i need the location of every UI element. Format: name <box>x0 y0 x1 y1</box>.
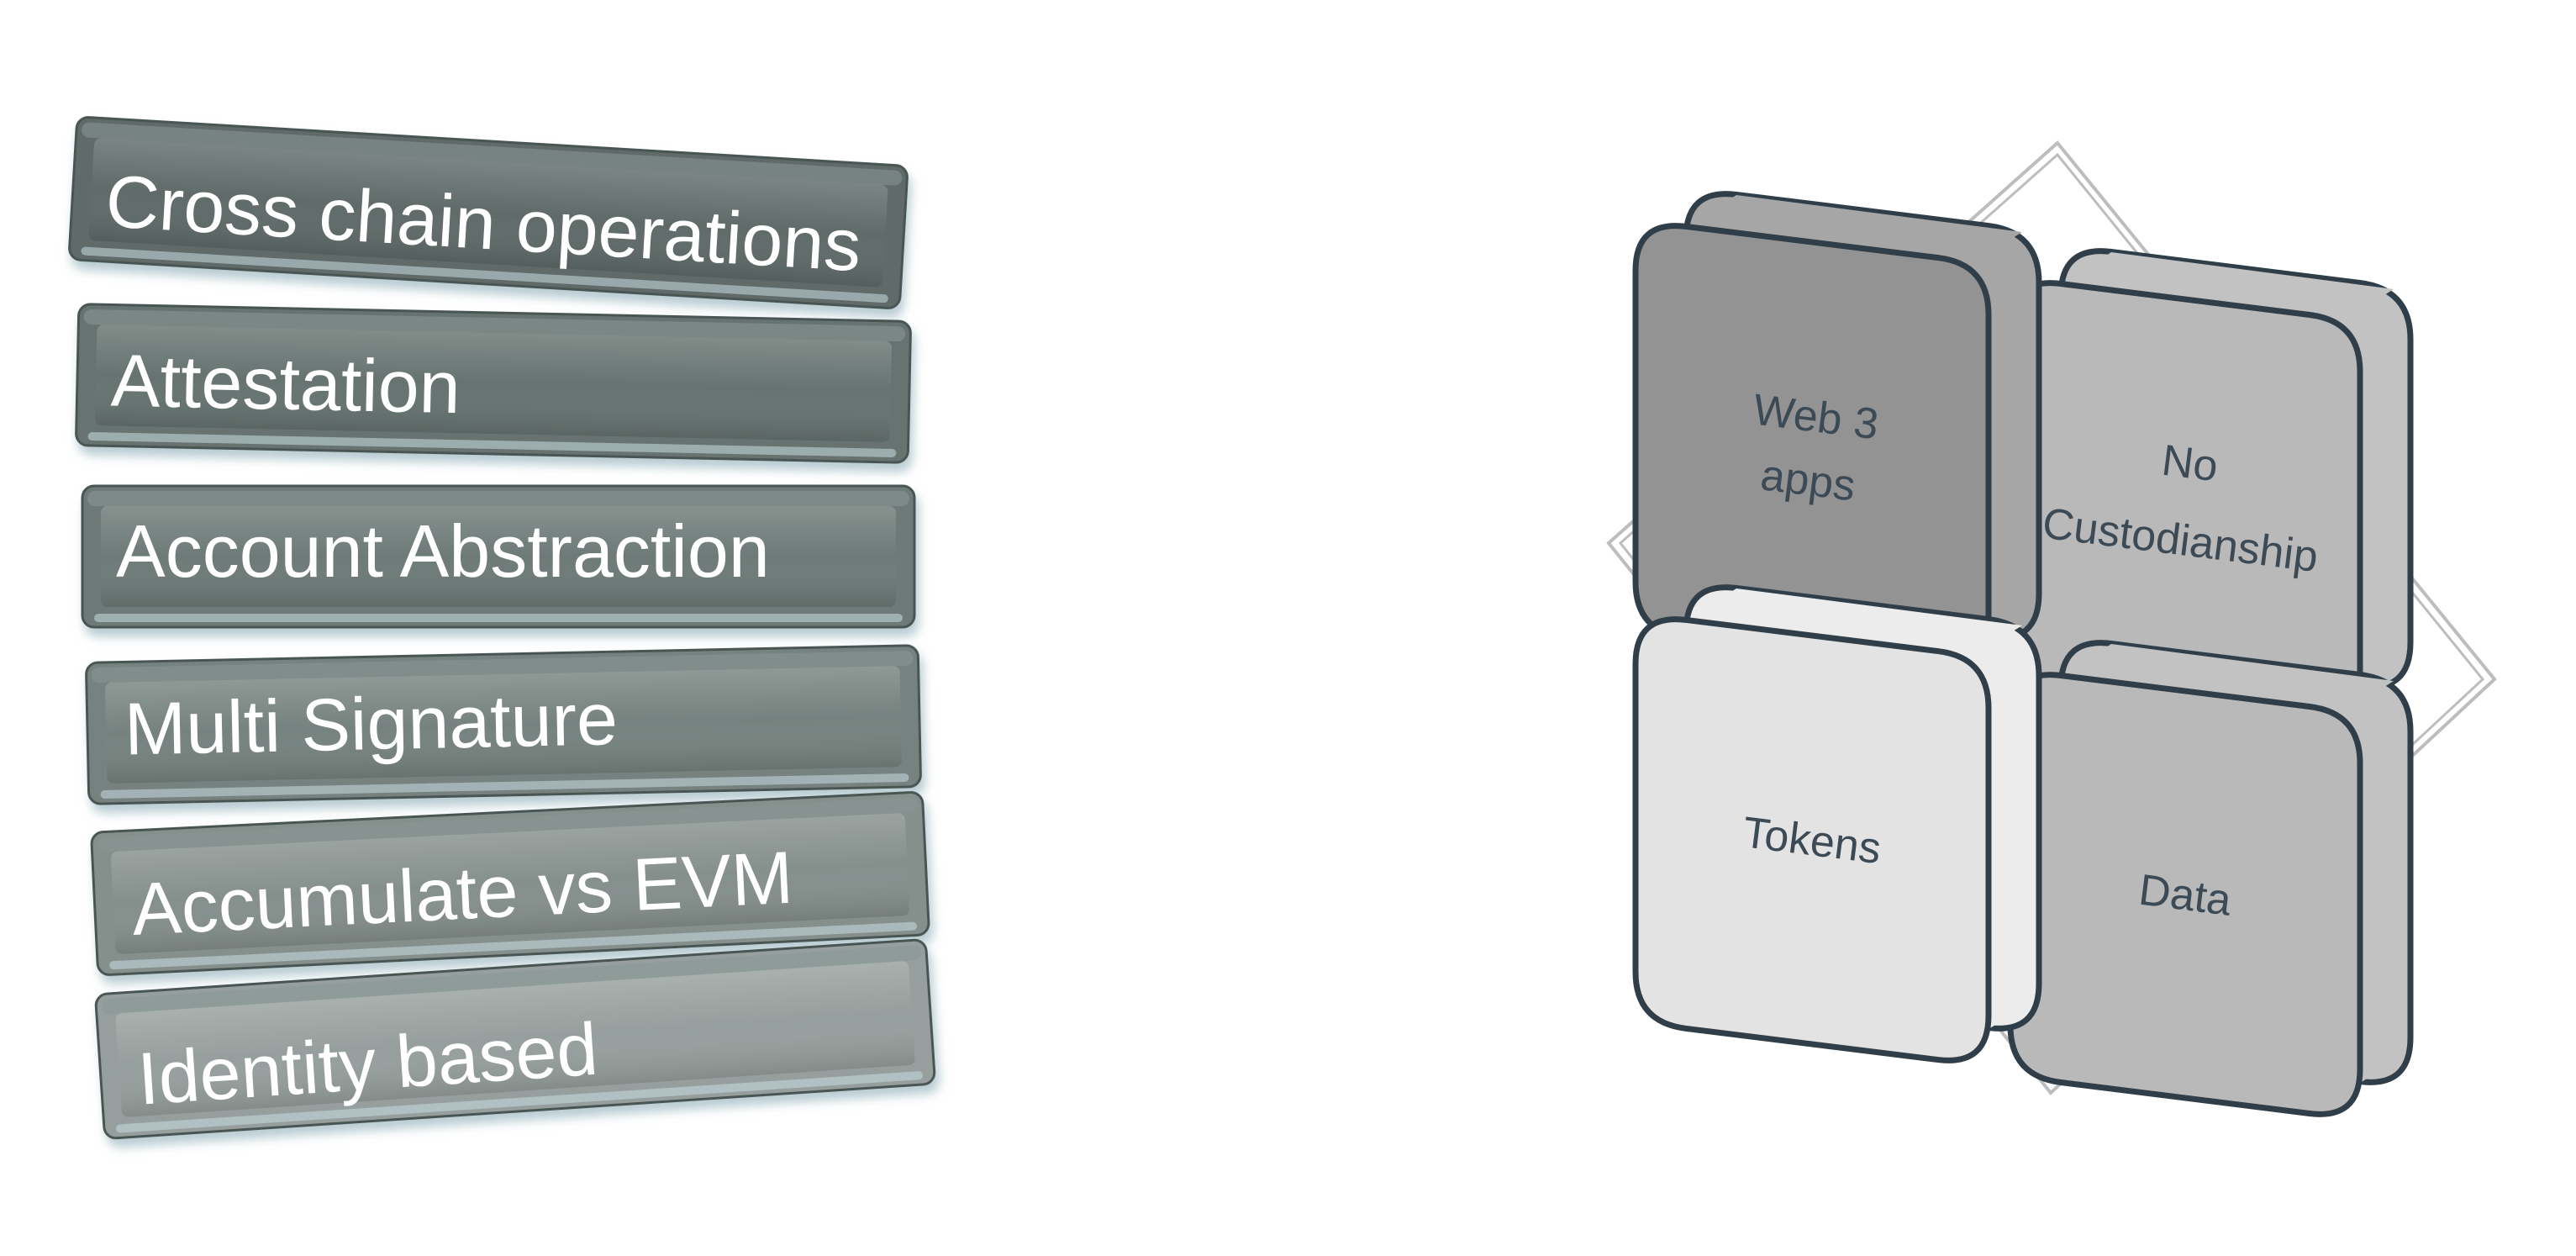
bar-face <box>105 666 902 784</box>
tile-label: Data <box>2136 866 2234 926</box>
tile-side-band <box>1983 659 2034 1032</box>
tile-side-band <box>2355 715 2405 1086</box>
tile: Data <box>2007 640 2414 1117</box>
bar-item: Accumulate vs EVM <box>90 791 930 976</box>
bar-label: Attestation <box>110 338 461 429</box>
bar-label: Multi Signature <box>124 677 619 770</box>
tile-label: No <box>2159 436 2220 492</box>
bar-item: Multi Signature <box>85 644 922 805</box>
bar-bevel <box>81 122 903 186</box>
bar-edge <box>109 921 918 970</box>
bar-list: Cross chain operationsAttestationAccount… <box>68 116 936 1140</box>
bar-bevel <box>87 491 909 506</box>
bar-item: Account Abstraction <box>81 484 916 629</box>
bar-item: Cross chain operations <box>68 116 909 309</box>
bar-edge <box>94 614 903 622</box>
bar-face <box>95 325 892 442</box>
bar-bevel <box>97 797 919 852</box>
tile-label: apps <box>1758 451 1858 510</box>
bar-bevel <box>83 309 906 342</box>
bar-edge <box>87 432 897 457</box>
tile-top-band <box>1686 588 2022 657</box>
bar-face <box>115 961 915 1117</box>
tile-side-band <box>1983 266 2034 642</box>
bar-face <box>110 813 910 954</box>
tile-face <box>1632 616 1992 1063</box>
tile-side-band <box>2355 323 2405 691</box>
bar-face <box>101 506 896 607</box>
tile-top-band <box>1686 195 2022 264</box>
bar-edge <box>81 246 888 303</box>
bar-edge <box>100 773 909 799</box>
tile-top-band <box>2061 252 2394 321</box>
tile-top-band <box>2061 644 2394 713</box>
bar-bevel <box>101 945 922 1014</box>
tile: Tokens <box>1632 584 2042 1063</box>
bar-face <box>88 138 888 288</box>
bar-bevel <box>91 650 914 683</box>
bar-label: Account Abstraction <box>116 509 770 593</box>
bar-edge <box>116 1071 923 1133</box>
bar-item: Identity based <box>94 938 936 1140</box>
bar-item: Attestation <box>75 303 912 464</box>
